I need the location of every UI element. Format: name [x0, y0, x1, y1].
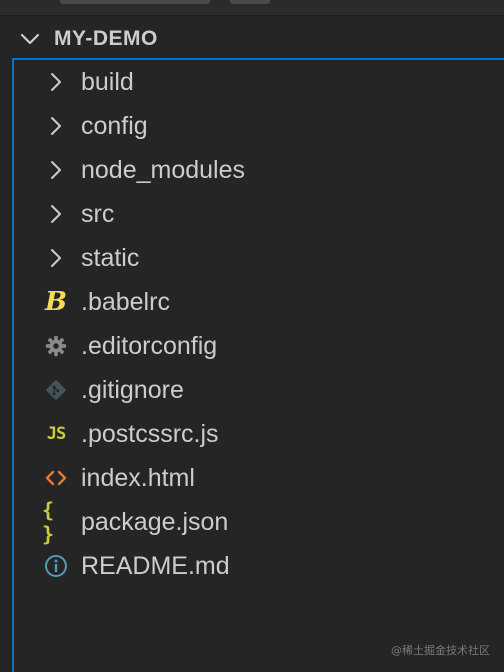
chevron-right-icon [42, 157, 70, 183]
tree-item-label: build [81, 68, 134, 96]
tree-item-node-modules[interactable]: node_modules [14, 148, 504, 192]
tree-item-label: .babelrc [81, 288, 170, 316]
gear-icon [42, 333, 70, 359]
tree-item-label: node_modules [81, 156, 246, 184]
chevron-down-icon [20, 33, 40, 45]
json-icon: { } [42, 498, 56, 546]
tree-item-label: static [81, 244, 140, 272]
tree-item-build[interactable]: build [14, 60, 504, 104]
tree-item-label: config [81, 112, 148, 140]
chevron-right-icon [42, 245, 70, 271]
tree-item-label: index.html [81, 464, 195, 492]
info-icon [42, 553, 70, 579]
section-header[interactable]: MY-DEMO [0, 18, 504, 58]
cut-off-item [230, 0, 270, 4]
tree-item-label: .postcssrc.js [81, 420, 219, 448]
tree-item-index-html[interactable]: index.html [14, 456, 504, 500]
tree-item-package-json[interactable]: { } package.json [14, 498, 504, 546]
tree-item-label: package.json [81, 508, 229, 536]
tree-item-src[interactable]: src [14, 192, 504, 236]
babel-icon: B [45, 287, 67, 317]
tree-item-postcssrc[interactable]: JS .postcssrc.js [14, 412, 504, 456]
tree-item-config[interactable]: config [14, 104, 504, 148]
tree-item-static[interactable]: static [14, 236, 504, 280]
tree-item-gitignore[interactable]: .gitignore [14, 368, 504, 412]
top-strip [0, 0, 504, 16]
tree-item-label: .gitignore [81, 376, 184, 404]
tree-item-label: src [81, 200, 115, 228]
javascript-icon: JS [46, 424, 66, 444]
chevron-right-icon [42, 201, 70, 227]
chevron-right-icon [42, 69, 70, 95]
html-icon [42, 465, 70, 491]
file-tree: build config node_modules src [12, 58, 504, 672]
tree-item-label: README.md [81, 552, 230, 580]
watermark: @稀土掘金技术社区 [391, 644, 490, 657]
tree-item-editorconfig[interactable]: .editorconfig [14, 324, 504, 368]
git-icon [42, 377, 70, 403]
tree-item-babelrc[interactable]: B .babelrc [14, 280, 504, 324]
chevron-right-icon [42, 113, 70, 139]
section-title: MY-DEMO [54, 27, 158, 50]
tree-item-readme[interactable]: README.md [14, 544, 504, 588]
cut-off-item [60, 0, 210, 4]
tree-item-label: .editorconfig [81, 332, 218, 360]
